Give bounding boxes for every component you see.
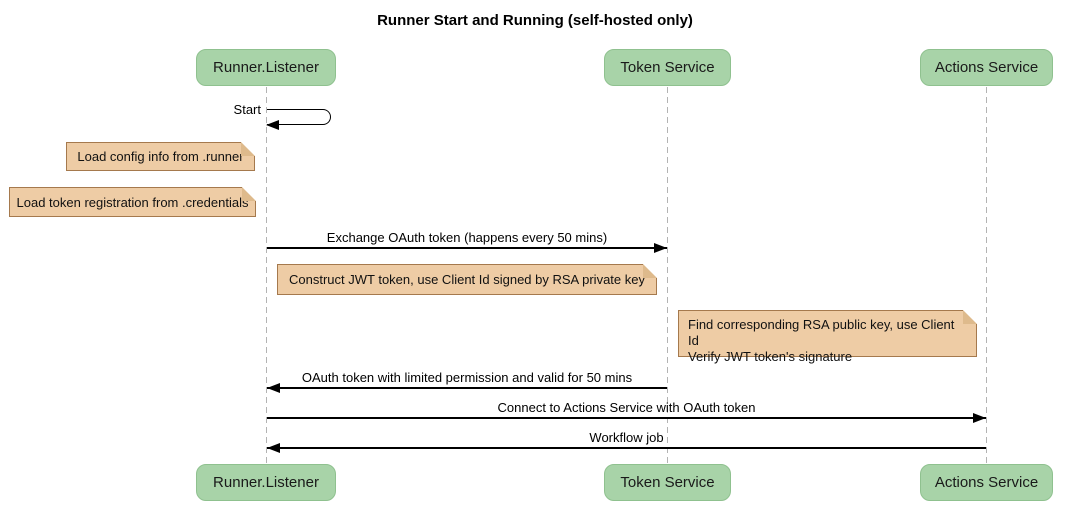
note-text-line2: Verify JWT token's signature: [688, 349, 853, 364]
message-label-oauth-return: OAuth token with limited permission and …: [301, 370, 633, 385]
participant-label: Actions Service: [934, 474, 1039, 491]
lifeline-runner-listener: [266, 87, 267, 464]
diagram-title: Runner Start and Running (self-hosted on…: [377, 12, 693, 29]
message-label-exchange-oauth: Exchange OAuth token (happens every 50 m…: [326, 230, 608, 245]
participant-label: Token Service: [620, 59, 715, 76]
lifeline-actions-service: [986, 87, 987, 464]
participant-label: Runner.Listener: [213, 59, 319, 76]
note-load-config: Load config info from .runner: [66, 142, 255, 171]
note-text: Load token registration from .credential…: [16, 194, 249, 210]
self-message-loop: [267, 109, 331, 125]
message-line-oauth-return: [267, 387, 667, 389]
participant-label: Token Service: [620, 474, 715, 491]
note-text-line1: Find corresponding RSA public key, use C…: [688, 317, 955, 348]
participant-actions-service-bottom: Actions Service: [920, 464, 1053, 501]
note-load-credentials: Load token registration from .credential…: [9, 187, 256, 217]
message-label-start: Start: [233, 102, 261, 117]
participant-runner-listener-bottom: Runner.Listener: [196, 464, 336, 501]
arrowhead-right-icon: [973, 413, 986, 423]
arrowhead-left-icon: [266, 120, 279, 130]
message-line-workflow-job: [267, 447, 986, 449]
note-text: Load config info from .runner: [77, 149, 244, 164]
participant-token-service-top: Token Service: [604, 49, 731, 86]
participant-actions-service-top: Actions Service: [920, 49, 1053, 86]
note-verify-jwt: Find corresponding RSA public key, use C…: [678, 310, 977, 364]
arrowhead-right-icon: [654, 243, 667, 253]
note-construct-jwt: Construct JWT token, use Client Id signe…: [277, 264, 657, 295]
participant-label: Actions Service: [934, 59, 1039, 76]
message-line-exchange-oauth: [267, 247, 667, 249]
message-label-workflow-job: Workflow job: [589, 430, 664, 445]
arrowhead-left-icon: [267, 443, 280, 453]
arrowhead-left-icon: [267, 383, 280, 393]
lifeline-token-service: [667, 87, 668, 464]
message-line-connect: [267, 417, 986, 419]
participant-runner-listener-top: Runner.Listener: [196, 49, 336, 86]
participant-label: Runner.Listener: [213, 474, 319, 491]
message-label-connect: Connect to Actions Service with OAuth to…: [497, 400, 756, 415]
participant-token-service-bottom: Token Service: [604, 464, 731, 501]
note-text: Construct JWT token, use Client Id signe…: [289, 272, 645, 287]
